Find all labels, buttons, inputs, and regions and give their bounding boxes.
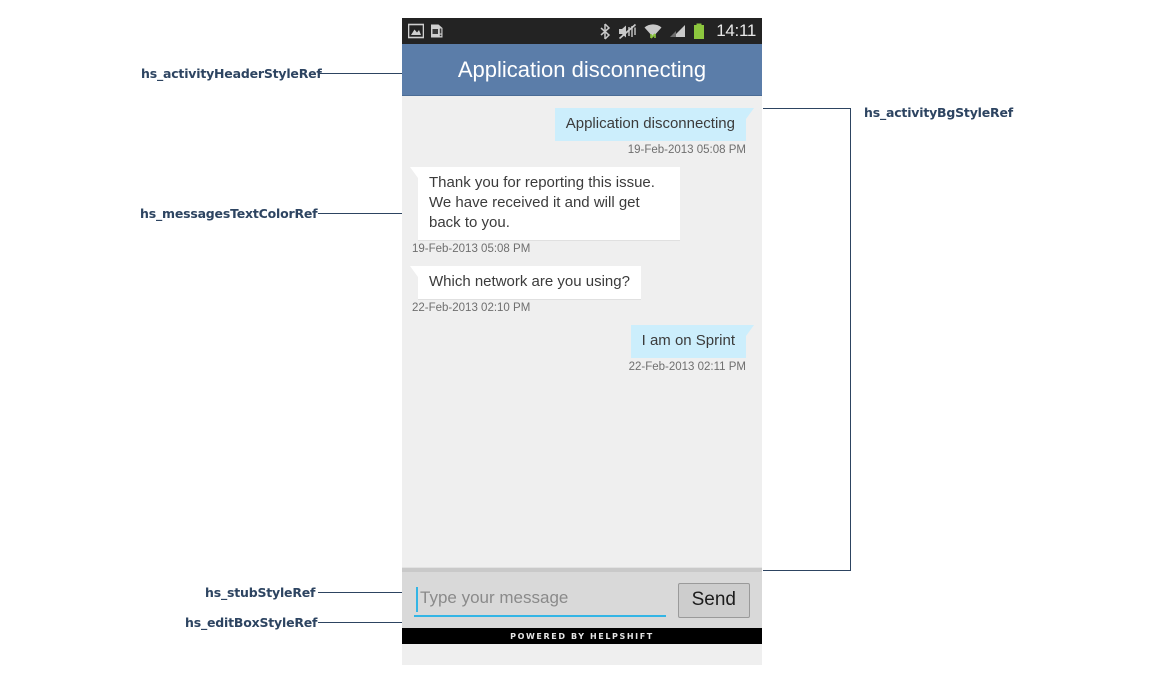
message-bubble-outgoing: Application disconnecting	[554, 108, 755, 141]
status-bar-left-icons	[408, 23, 445, 39]
annotation-label-messages-text-color: hs_messagesTextColorRef	[140, 206, 318, 221]
annotation-label-stub: hs_stubStyleRef	[205, 585, 316, 600]
sim-card-alert-icon	[429, 23, 445, 39]
send-button[interactable]: Send	[677, 582, 750, 618]
gallery-image-icon	[408, 23, 424, 39]
bluetooth-icon	[599, 22, 611, 40]
message-row: Thank you for reporting this issue. We h…	[410, 167, 752, 255]
annotation-leader-edit-box	[318, 622, 402, 623]
wifi-icon	[644, 23, 662, 40]
message-timestamp: 22-Feb-2013 02:11 PM	[628, 361, 746, 373]
activity-header: Application disconnecting	[402, 44, 762, 96]
annotation-leader-messages-text-color	[318, 213, 402, 214]
message-row: I am on Sprint 22-Feb-2013 02:11 PM	[412, 325, 755, 373]
annotation-leader-activity-header	[318, 73, 402, 74]
message-timestamp: 22-Feb-2013 02:10 PM	[412, 302, 531, 314]
message-row: Which network are you using? 22-Feb-2013…	[410, 266, 752, 314]
message-input-wrapper	[414, 583, 666, 617]
message-bubble-incoming: Which network are you using?	[410, 266, 641, 299]
annotation-label-activity-bg: hs_activityBgStyleRef	[864, 105, 1013, 120]
composer-bar: Send	[402, 572, 762, 628]
phone-screen: 14:11 Application disconnecting Applicat…	[402, 18, 762, 665]
annotation-label-activity-header: hs_activityHeaderStyleRef	[141, 66, 322, 81]
text-caret	[416, 587, 418, 612]
status-bar-right-icons: 14:11	[599, 21, 756, 41]
status-bar: 14:11	[402, 18, 762, 44]
message-timestamp: 19-Feb-2013 05:08 PM	[412, 243, 531, 255]
message-timestamp: 19-Feb-2013 05:08 PM	[627, 144, 746, 156]
powered-by-footer: POWERED BY HELPSHIFT	[402, 628, 762, 644]
page-title: Application disconnecting	[457, 56, 707, 82]
battery-full-icon	[693, 23, 705, 40]
annotation-label-edit-box: hs_editBoxStyleRef	[185, 615, 318, 630]
annotation-bracket-activity-bg	[763, 108, 851, 571]
message-row: Application disconnecting 19-Feb-2013 05…	[412, 108, 755, 156]
message-bubble-outgoing: I am on Sprint	[630, 325, 755, 358]
message-bubble-incoming: Thank you for reporting this issue. We h…	[410, 167, 680, 240]
volume-mute-icon	[618, 23, 637, 40]
message-input[interactable]	[414, 583, 666, 617]
stub-divider	[402, 567, 762, 572]
cellular-signal-icon	[669, 23, 686, 40]
status-bar-clock: 14:11	[716, 21, 756, 40]
annotation-leader-stub	[318, 592, 402, 593]
chat-message-list[interactable]: Application disconnecting 19-Feb-2013 05…	[402, 96, 762, 567]
powered-by-text: POWERED BY HELPSHIFT	[510, 631, 654, 641]
